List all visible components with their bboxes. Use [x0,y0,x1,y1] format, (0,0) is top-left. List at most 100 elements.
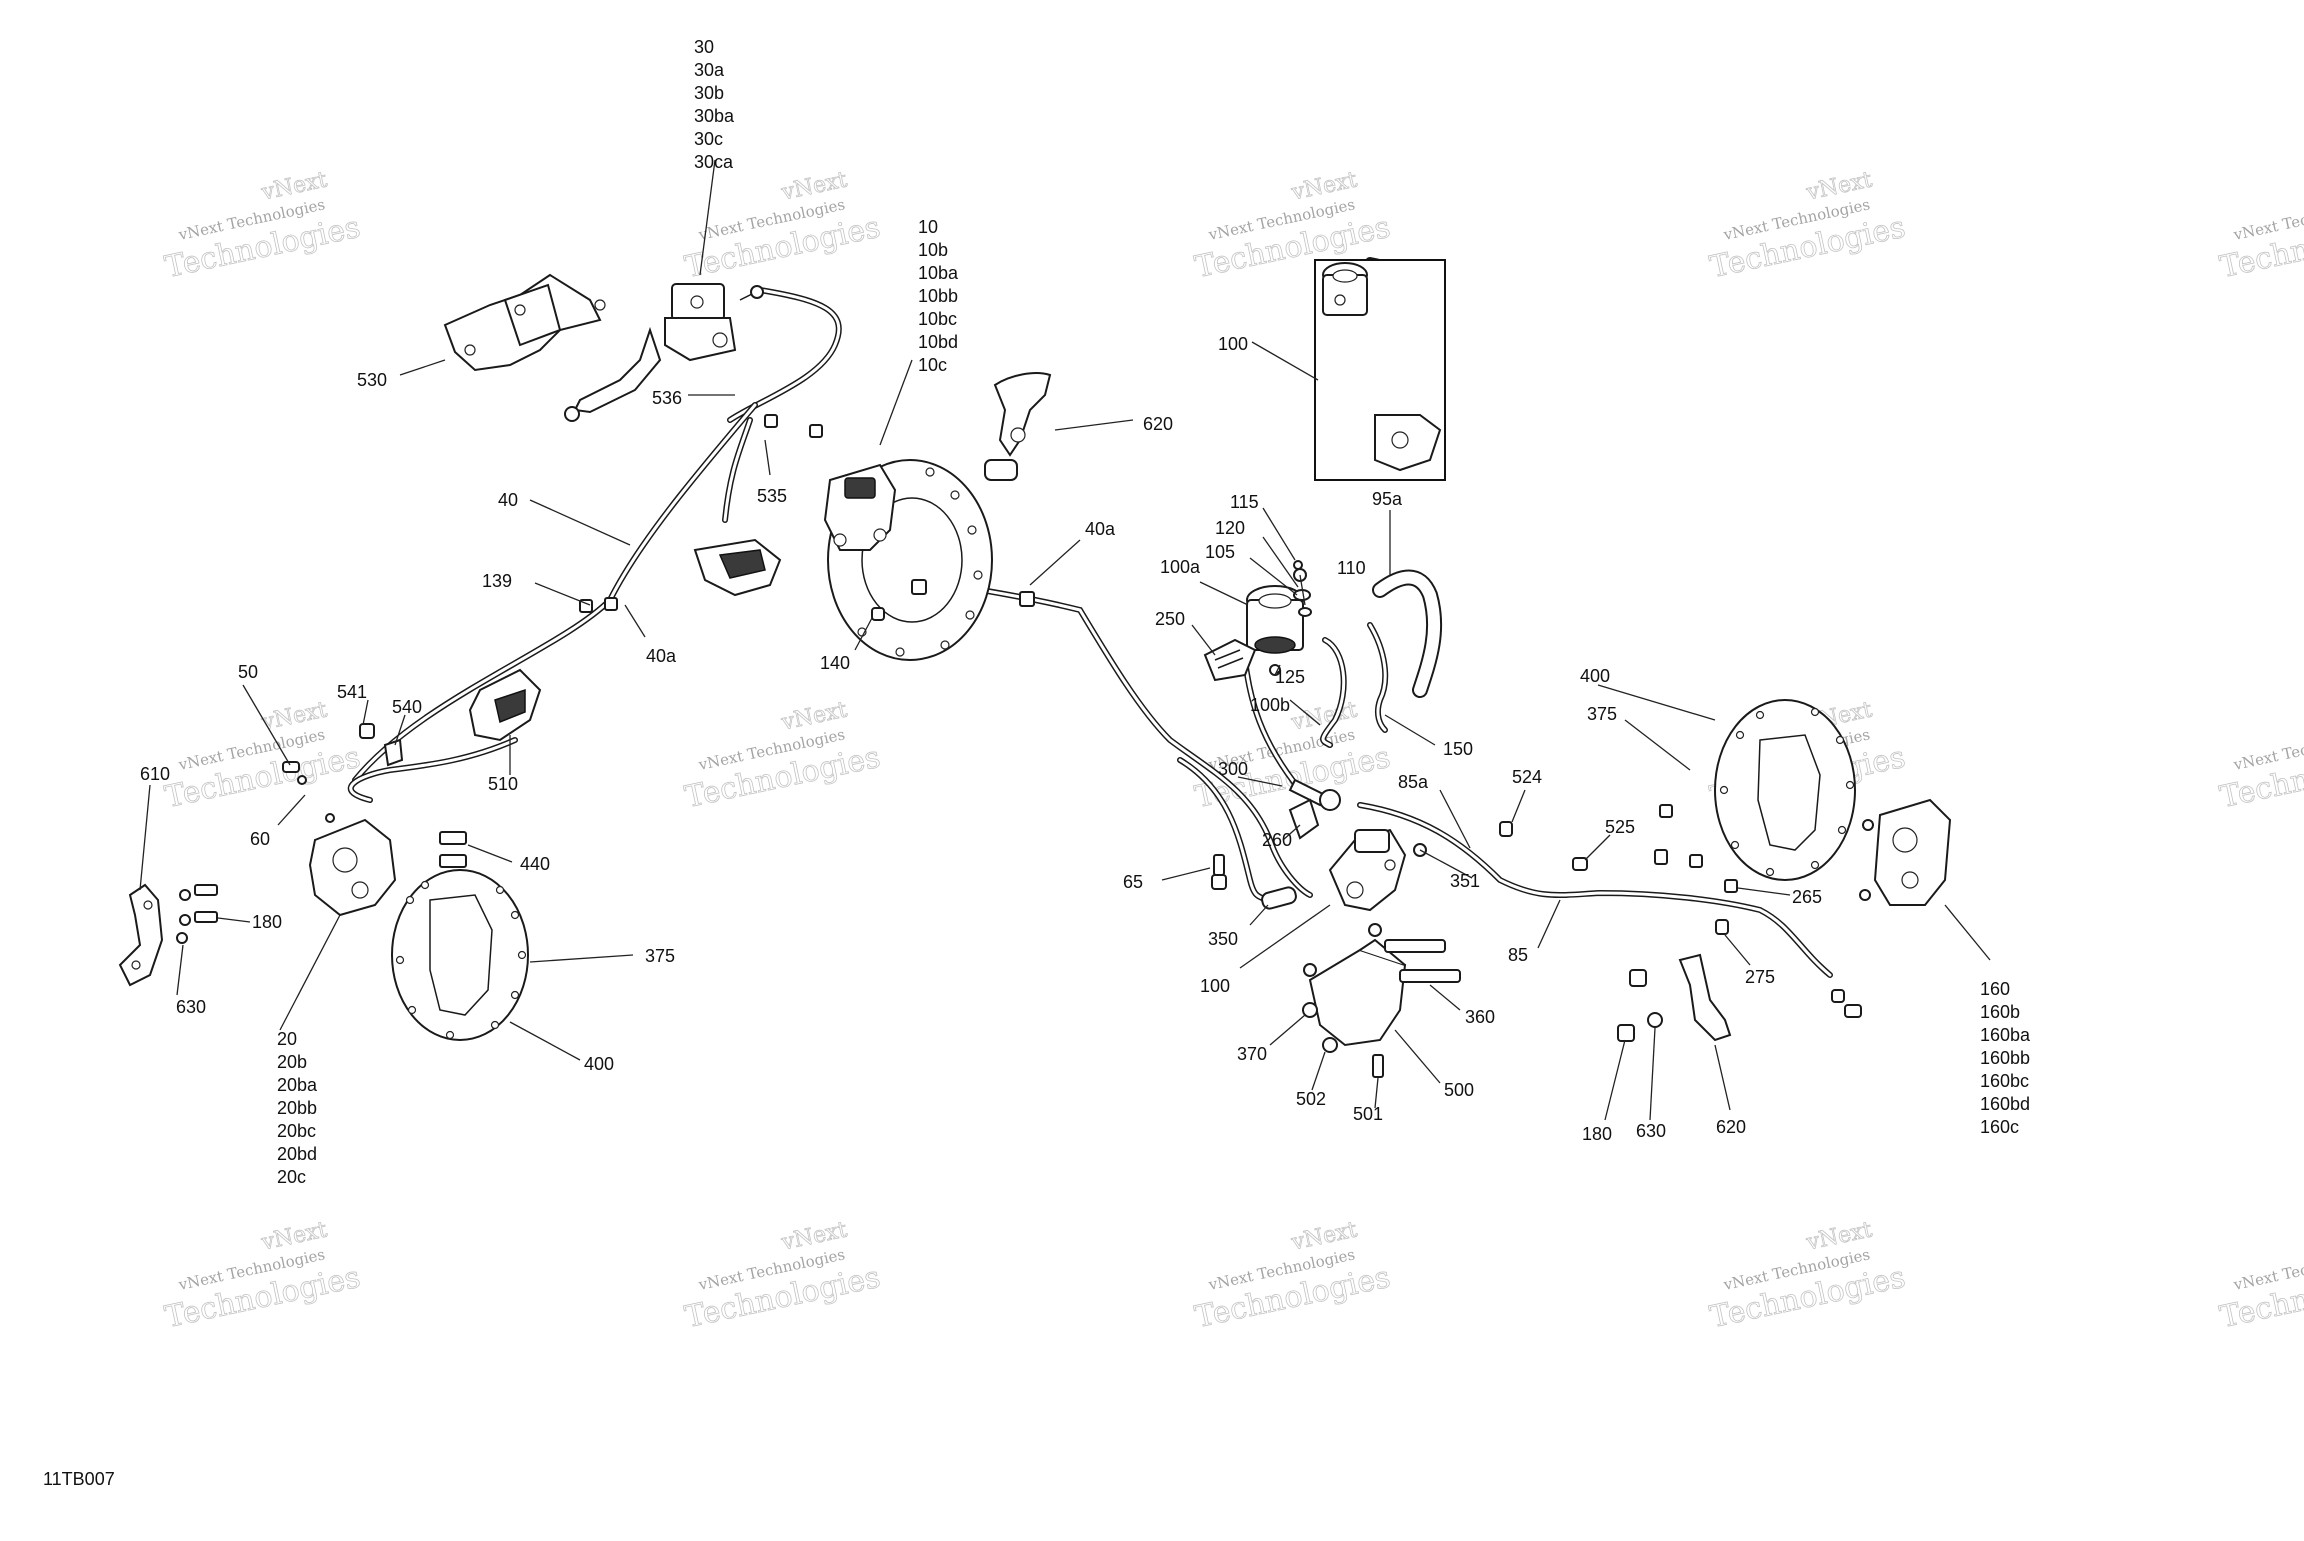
bracket-500 [1302,938,1461,1078]
callout-115: 115 [1230,492,1259,512]
watermark: vNext Technologies Technologies vNext [161,167,363,286]
bolt [194,884,218,896]
front-caliper-10 [823,463,897,551]
brake-pedal-620-top [984,372,1052,481]
callout-100b: 100b [1250,695,1290,715]
callout-20c: 20c [277,1167,306,1187]
callout-180-left: 180 [252,912,282,932]
callout-30ba: 30ba [694,106,735,126]
screw-265 [1724,879,1738,893]
watermark: vNext Technologies Technologies vNext [681,167,883,286]
clip [911,579,927,595]
bolt [179,914,191,926]
boot-260 [1288,798,1320,840]
right-caliper-160 [1859,798,1952,906]
screw-140 [871,607,885,621]
callout-65: 65 [1123,872,1143,892]
callout-10bc: 10bc [918,309,957,329]
callout-85a: 85a [1398,772,1429,792]
callout-351: 351 [1450,871,1480,891]
left-caliper-20 [308,818,397,917]
brake-line-10 [727,287,842,423]
callout-620-right: 620 [1716,1117,1746,1137]
bolt-180 [1617,1024,1635,1042]
fitting-50 [282,761,300,773]
bolt-360 [1384,939,1446,953]
bracket-610 [118,883,164,987]
callout-labels: 30 30a 30b 30ba 30c 30ca 10 10b 10ba 10b… [43,37,2031,1489]
callout-10c: 10c [918,355,947,375]
callout-400-left: 400 [584,1054,614,1074]
pin-350 [1261,886,1297,910]
callout-540: 540 [392,697,422,717]
callout-375-left: 375 [645,946,675,966]
callout-500: 500 [1444,1080,1474,1100]
master-cylinder-100-inset [1314,259,1446,481]
callout-100a: 100a [1160,557,1201,577]
callout-160bb: 160bb [1980,1048,2030,1068]
callout-160bd: 160bd [1980,1094,2030,1114]
callout-85: 85 [1508,945,1528,965]
callout-525: 525 [1605,817,1635,837]
callout-20bb: 20bb [277,1098,317,1118]
watermark: vNext Technologies Technologies vNext [681,1217,883,1336]
screw [1659,804,1673,818]
callout-40a-right: 40a [1085,519,1116,539]
clip-40a [604,597,618,611]
washer [176,932,188,944]
bolt [194,911,218,923]
screw-501 [1372,1054,1384,1078]
brake-pedal-250 [1203,638,1257,682]
master-cylinder-30 [564,283,764,422]
clip [1654,849,1668,865]
callout-440: 440 [520,854,550,874]
clip-540 [383,738,404,767]
callout-160c: 160c [1980,1117,2019,1137]
watermark: vNext Technologies Technologies vNext [2216,1245,2304,1335]
callout-524: 524 [1512,767,1542,787]
callout-30a: 30a [694,60,725,80]
right-small-parts [1499,804,1862,1042]
watermark: vNext Technologies Technologies vNext [1706,1217,1908,1336]
callout-160ba: 160ba [1980,1025,2031,1045]
callout-375-right: 375 [1587,704,1617,724]
bolt [179,889,191,901]
clip-40a-right [1019,591,1035,607]
clip-536 [764,414,778,428]
callout-10: 10 [918,217,938,237]
callout-10bd: 10bd [918,332,958,352]
nut-370 [1302,1002,1318,1018]
screw [1689,854,1703,868]
callout-630-left: 630 [176,997,206,1017]
callout-20: 20 [277,1029,297,1049]
callout-502: 502 [1296,1089,1326,1109]
watermark: vNext Technologies Technologies vNext [2216,195,2304,285]
callout-140: 140 [820,653,850,673]
bracket-510 [693,538,782,597]
callout-620-top: 620 [1143,414,1173,434]
watermark: vNext Technologies Technologies vNext [161,1217,363,1336]
clip-541 [359,723,375,739]
callout-40: 40 [498,490,518,510]
watermark: vNext Technologies Technologies vNext [2216,725,2304,815]
o-ring [297,775,307,785]
callout-530: 530 [357,370,387,390]
callout-30c: 30c [694,129,723,149]
callout-100-lower: 100 [1200,976,1230,996]
clip-525 [1572,857,1588,871]
callout-610: 610 [140,764,170,784]
nut [1831,989,1845,1003]
callout-250: 250 [1155,609,1185,629]
callout-541: 541 [337,682,367,702]
callout-350: 350 [1208,929,1238,949]
bolt-180 [1629,969,1647,987]
callout-139: 139 [482,571,512,591]
callout-20bd: 20bd [277,1144,317,1164]
screw-139 [579,599,593,613]
callout-160bc: 160bc [1980,1071,2029,1091]
callout-20bc: 20bc [277,1121,316,1141]
bolt-440 [439,854,467,868]
master-cylinder-100 [1328,828,1427,937]
callout-260: 260 [1262,830,1292,850]
